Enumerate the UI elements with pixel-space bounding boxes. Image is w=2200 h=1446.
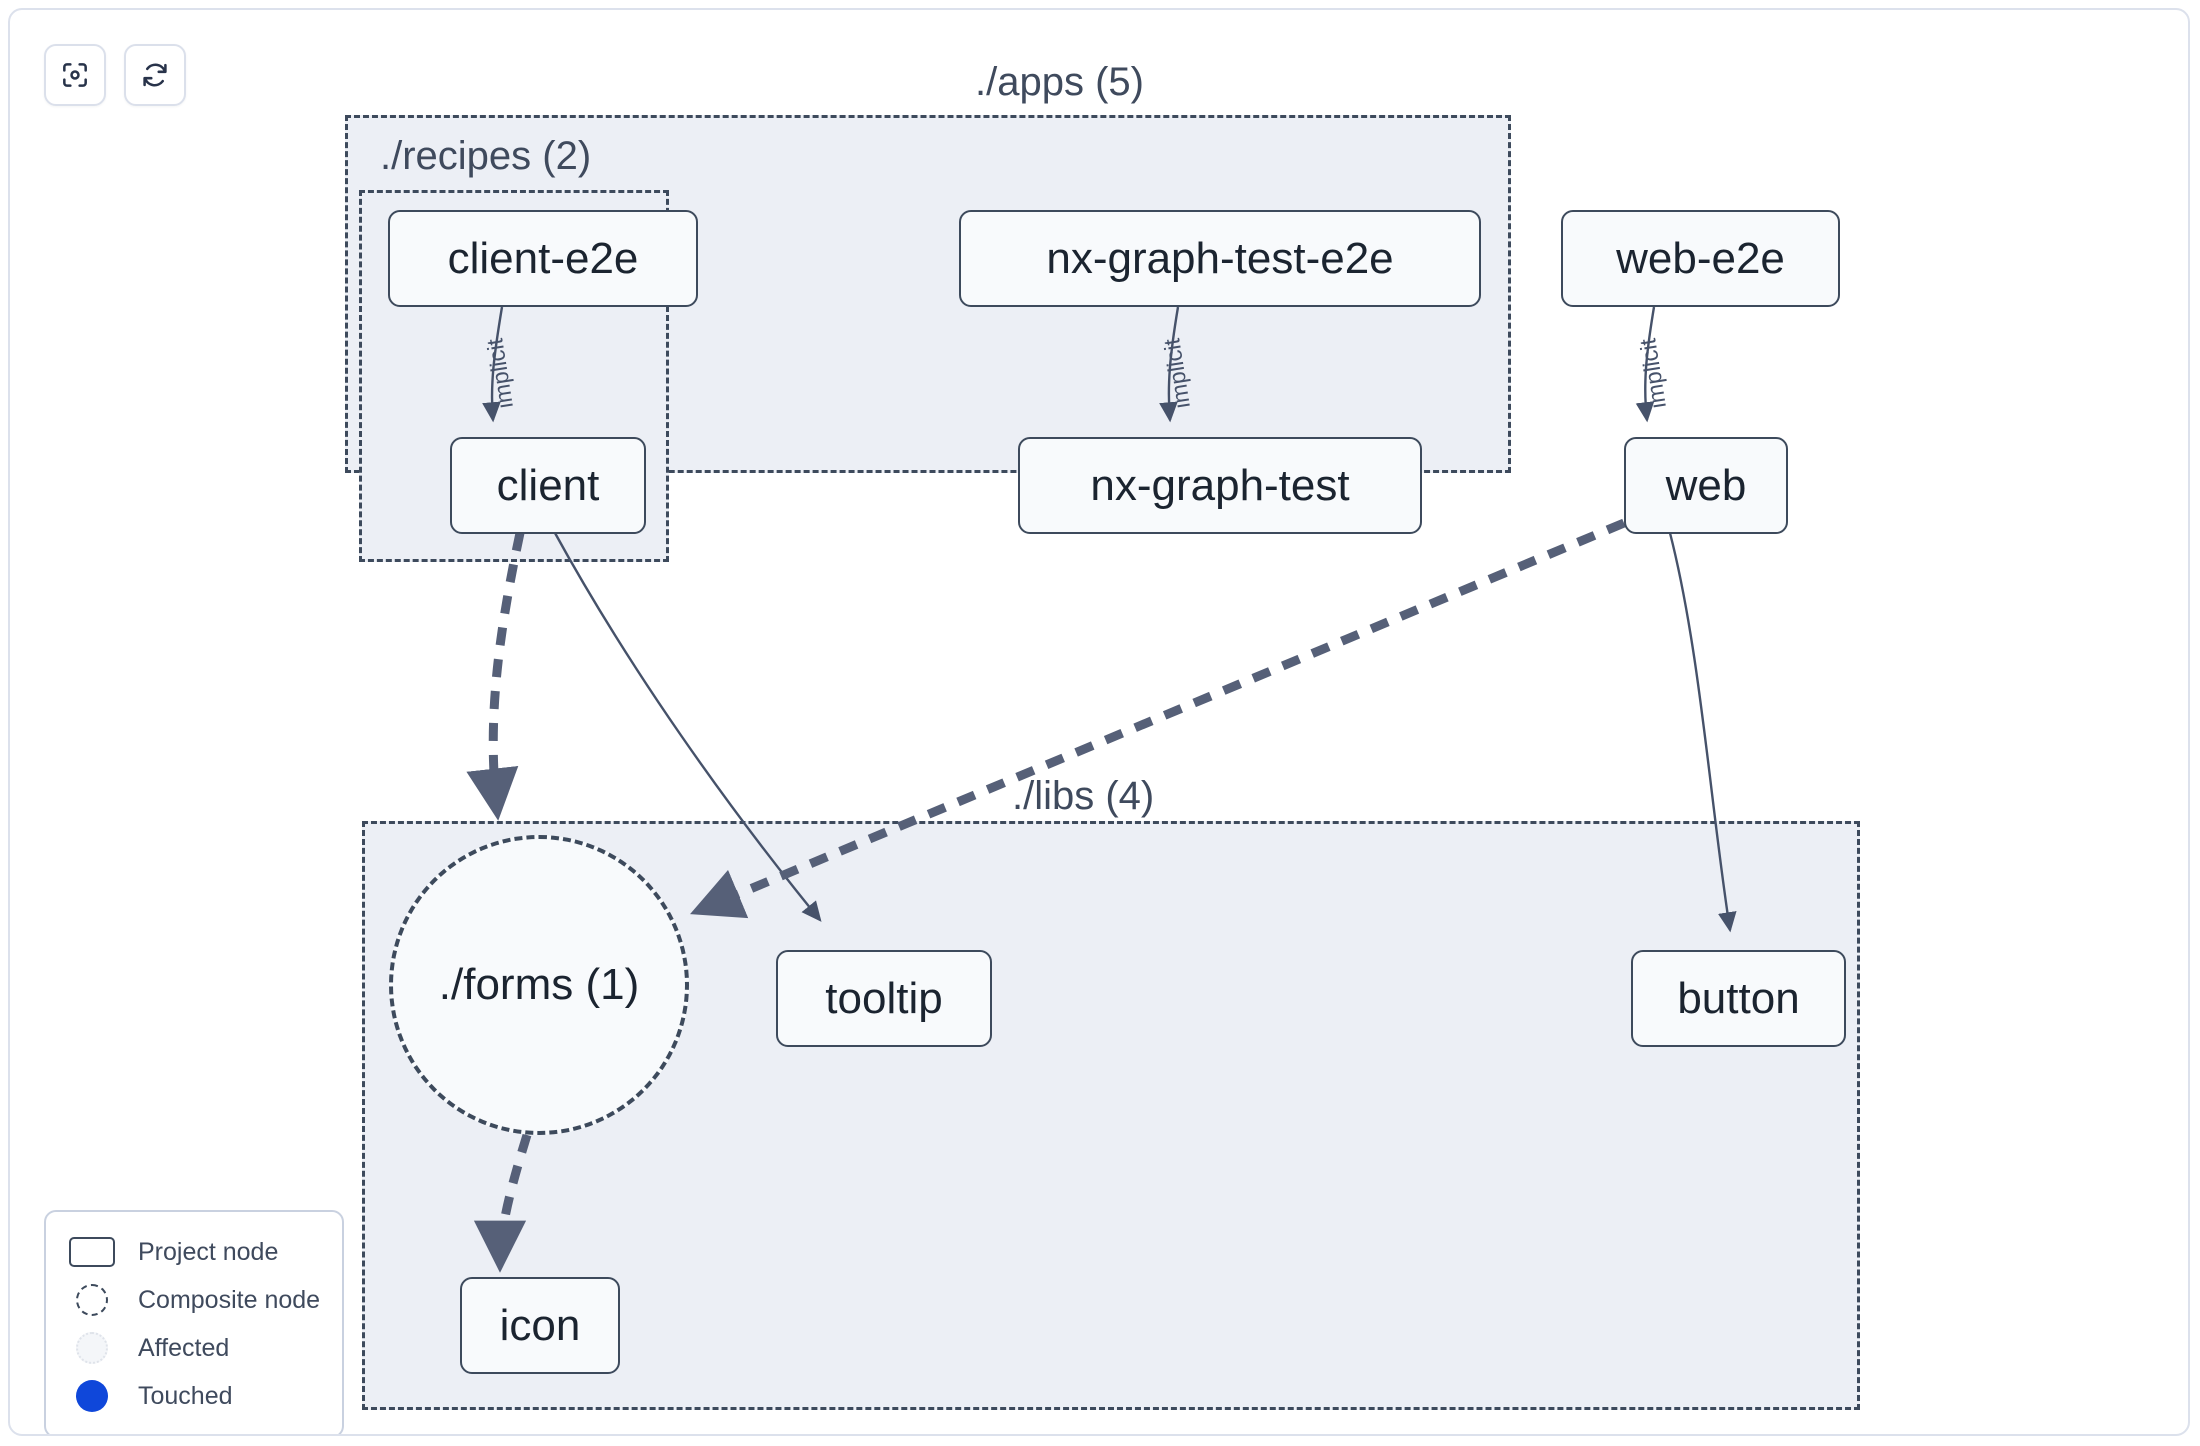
legend-item-affected: Affected — [64, 1324, 324, 1372]
node-label-web-e2e: web-e2e — [1616, 233, 1785, 283]
edge-nx-graph-test-e2e-to-nx-graph-test[interactable] — [1159, 306, 1180, 423]
legend-label-touched: Touched — [138, 1381, 233, 1410]
node-label-icon: icon — [499, 1300, 581, 1350]
legend-item-composite-node: Composite node — [64, 1276, 324, 1324]
node-label-nx-graph-test-e2e: nx-graph-test-e2e — [1046, 233, 1394, 283]
graph-edges-layer — [466, 306, 1737, 1273]
graph-canvas-panel[interactable]: ./apps (5) ./recipes (2) ./libs (4) — [8, 8, 2190, 1436]
group-label-recipes: ./recipes (2) — [380, 134, 592, 178]
node-tooltip[interactable]: tooltip — [776, 950, 992, 1047]
legend-label-composite-node: Composite node — [138, 1285, 321, 1314]
group-label-apps: ./apps (5) — [975, 60, 1144, 104]
focus-target-icon — [59, 59, 91, 91]
node-nx-graph-test-e2e[interactable]: nx-graph-test-e2e — [959, 210, 1481, 307]
node-label-client-e2e: client-e2e — [447, 233, 639, 283]
node-label-client: client — [496, 460, 600, 510]
affected-node-glyph — [64, 1332, 120, 1364]
node-web-e2e[interactable]: web-e2e — [1561, 210, 1840, 307]
refresh-icon — [139, 59, 171, 91]
node-label-web: web — [1665, 460, 1747, 510]
node-web[interactable]: web — [1624, 437, 1788, 534]
legend-item-project-node: Project node — [64, 1228, 324, 1276]
legend-label-project-node: Project node — [138, 1237, 279, 1266]
project-node-glyph — [64, 1237, 120, 1267]
refresh-graph-button[interactable] — [124, 44, 186, 106]
edge-forms-to-icon[interactable] — [473, 1133, 532, 1273]
edge-web-e2e-to-web[interactable] — [1635, 306, 1656, 423]
node-forms-composite[interactable]: ./forms (1) — [389, 835, 689, 1135]
node-label-tooltip: tooltip — [825, 973, 943, 1023]
edge-client-to-forms[interactable] — [466, 532, 525, 821]
touched-node-glyph — [64, 1380, 120, 1412]
edge-client-e2e-to-client[interactable] — [482, 306, 504, 423]
node-client-e2e[interactable]: client-e2e — [388, 210, 698, 307]
legend-item-touched: Touched — [64, 1372, 324, 1420]
edge-web-to-button[interactable] — [1668, 532, 1737, 933]
node-label-forms: ./forms (1) — [438, 960, 640, 1009]
node-client[interactable]: client — [450, 437, 646, 534]
graph-toolbar — [44, 44, 186, 106]
edge-web-to-forms[interactable] — [690, 518, 1626, 919]
group-label-libs: ./libs (4) — [1012, 774, 1155, 818]
node-nx-graph-test[interactable]: nx-graph-test — [1018, 437, 1422, 534]
node-label-button: button — [1677, 973, 1800, 1023]
node-button[interactable]: button — [1631, 950, 1846, 1047]
focus-graph-button[interactable] — [44, 44, 106, 106]
legend-label-affected: Affected — [138, 1333, 230, 1362]
node-icon[interactable]: icon — [460, 1277, 620, 1374]
graph-legend: Project node Composite node Affected Tou… — [44, 1210, 344, 1434]
node-label-nx-graph-test: nx-graph-test — [1090, 460, 1350, 510]
composite-node-glyph — [64, 1284, 120, 1316]
